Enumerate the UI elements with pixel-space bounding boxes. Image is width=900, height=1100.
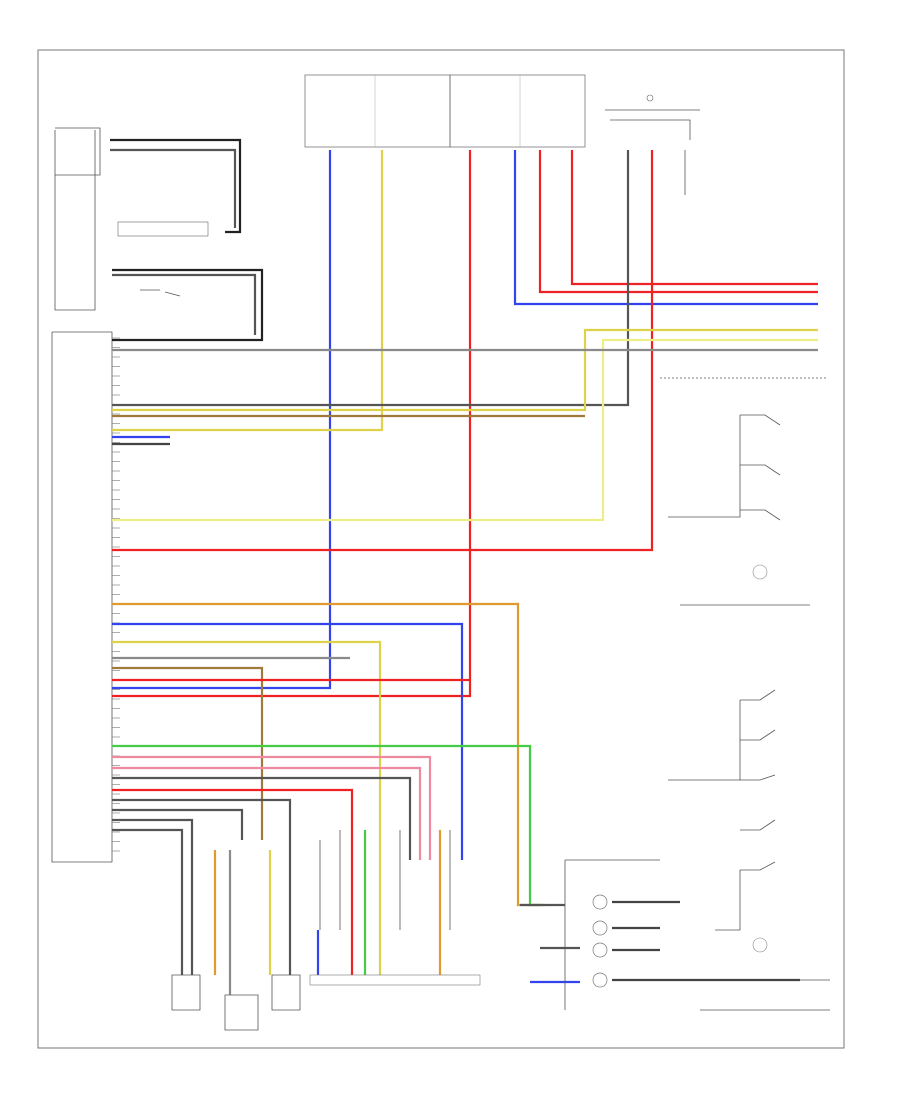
right-switch-panel-lower [668, 689, 830, 1011]
diagram-frame [37, 49, 845, 1049]
main-control-module [51, 130, 120, 863]
bottom-connectors [171, 830, 481, 1031]
top-left-switch [55, 127, 264, 342]
top-connectors [304, 74, 700, 148]
center-bottom-switch [564, 859, 800, 1010]
wire-runs [112, 150, 818, 995]
right-switch-panel-upper [660, 377, 828, 606]
